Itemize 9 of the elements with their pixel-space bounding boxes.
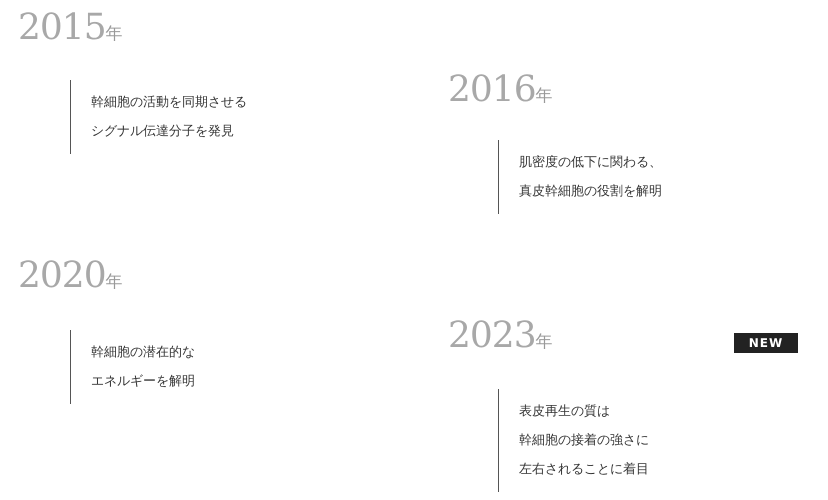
entry-text: 表皮再生の質は幹細胞の接着の強さに左右されることに着目 — [498, 389, 649, 492]
entry-text: 肌密度の低下に関わる、真皮幹細胞の役割を解明 — [498, 140, 662, 214]
year-heading: 2023年 — [448, 316, 553, 358]
new-badge: NEW — [734, 333, 798, 353]
entry-text: 幹細胞の潜在的なエネルギーを解明 — [70, 330, 195, 404]
year-heading: 2020年 — [18, 256, 123, 298]
year-heading: 2016年 — [448, 70, 553, 112]
year-heading: 2015年 — [18, 8, 123, 50]
entry-text: 幹細胞の活動を同期させるシグナル伝達分子を発見 — [70, 80, 247, 154]
